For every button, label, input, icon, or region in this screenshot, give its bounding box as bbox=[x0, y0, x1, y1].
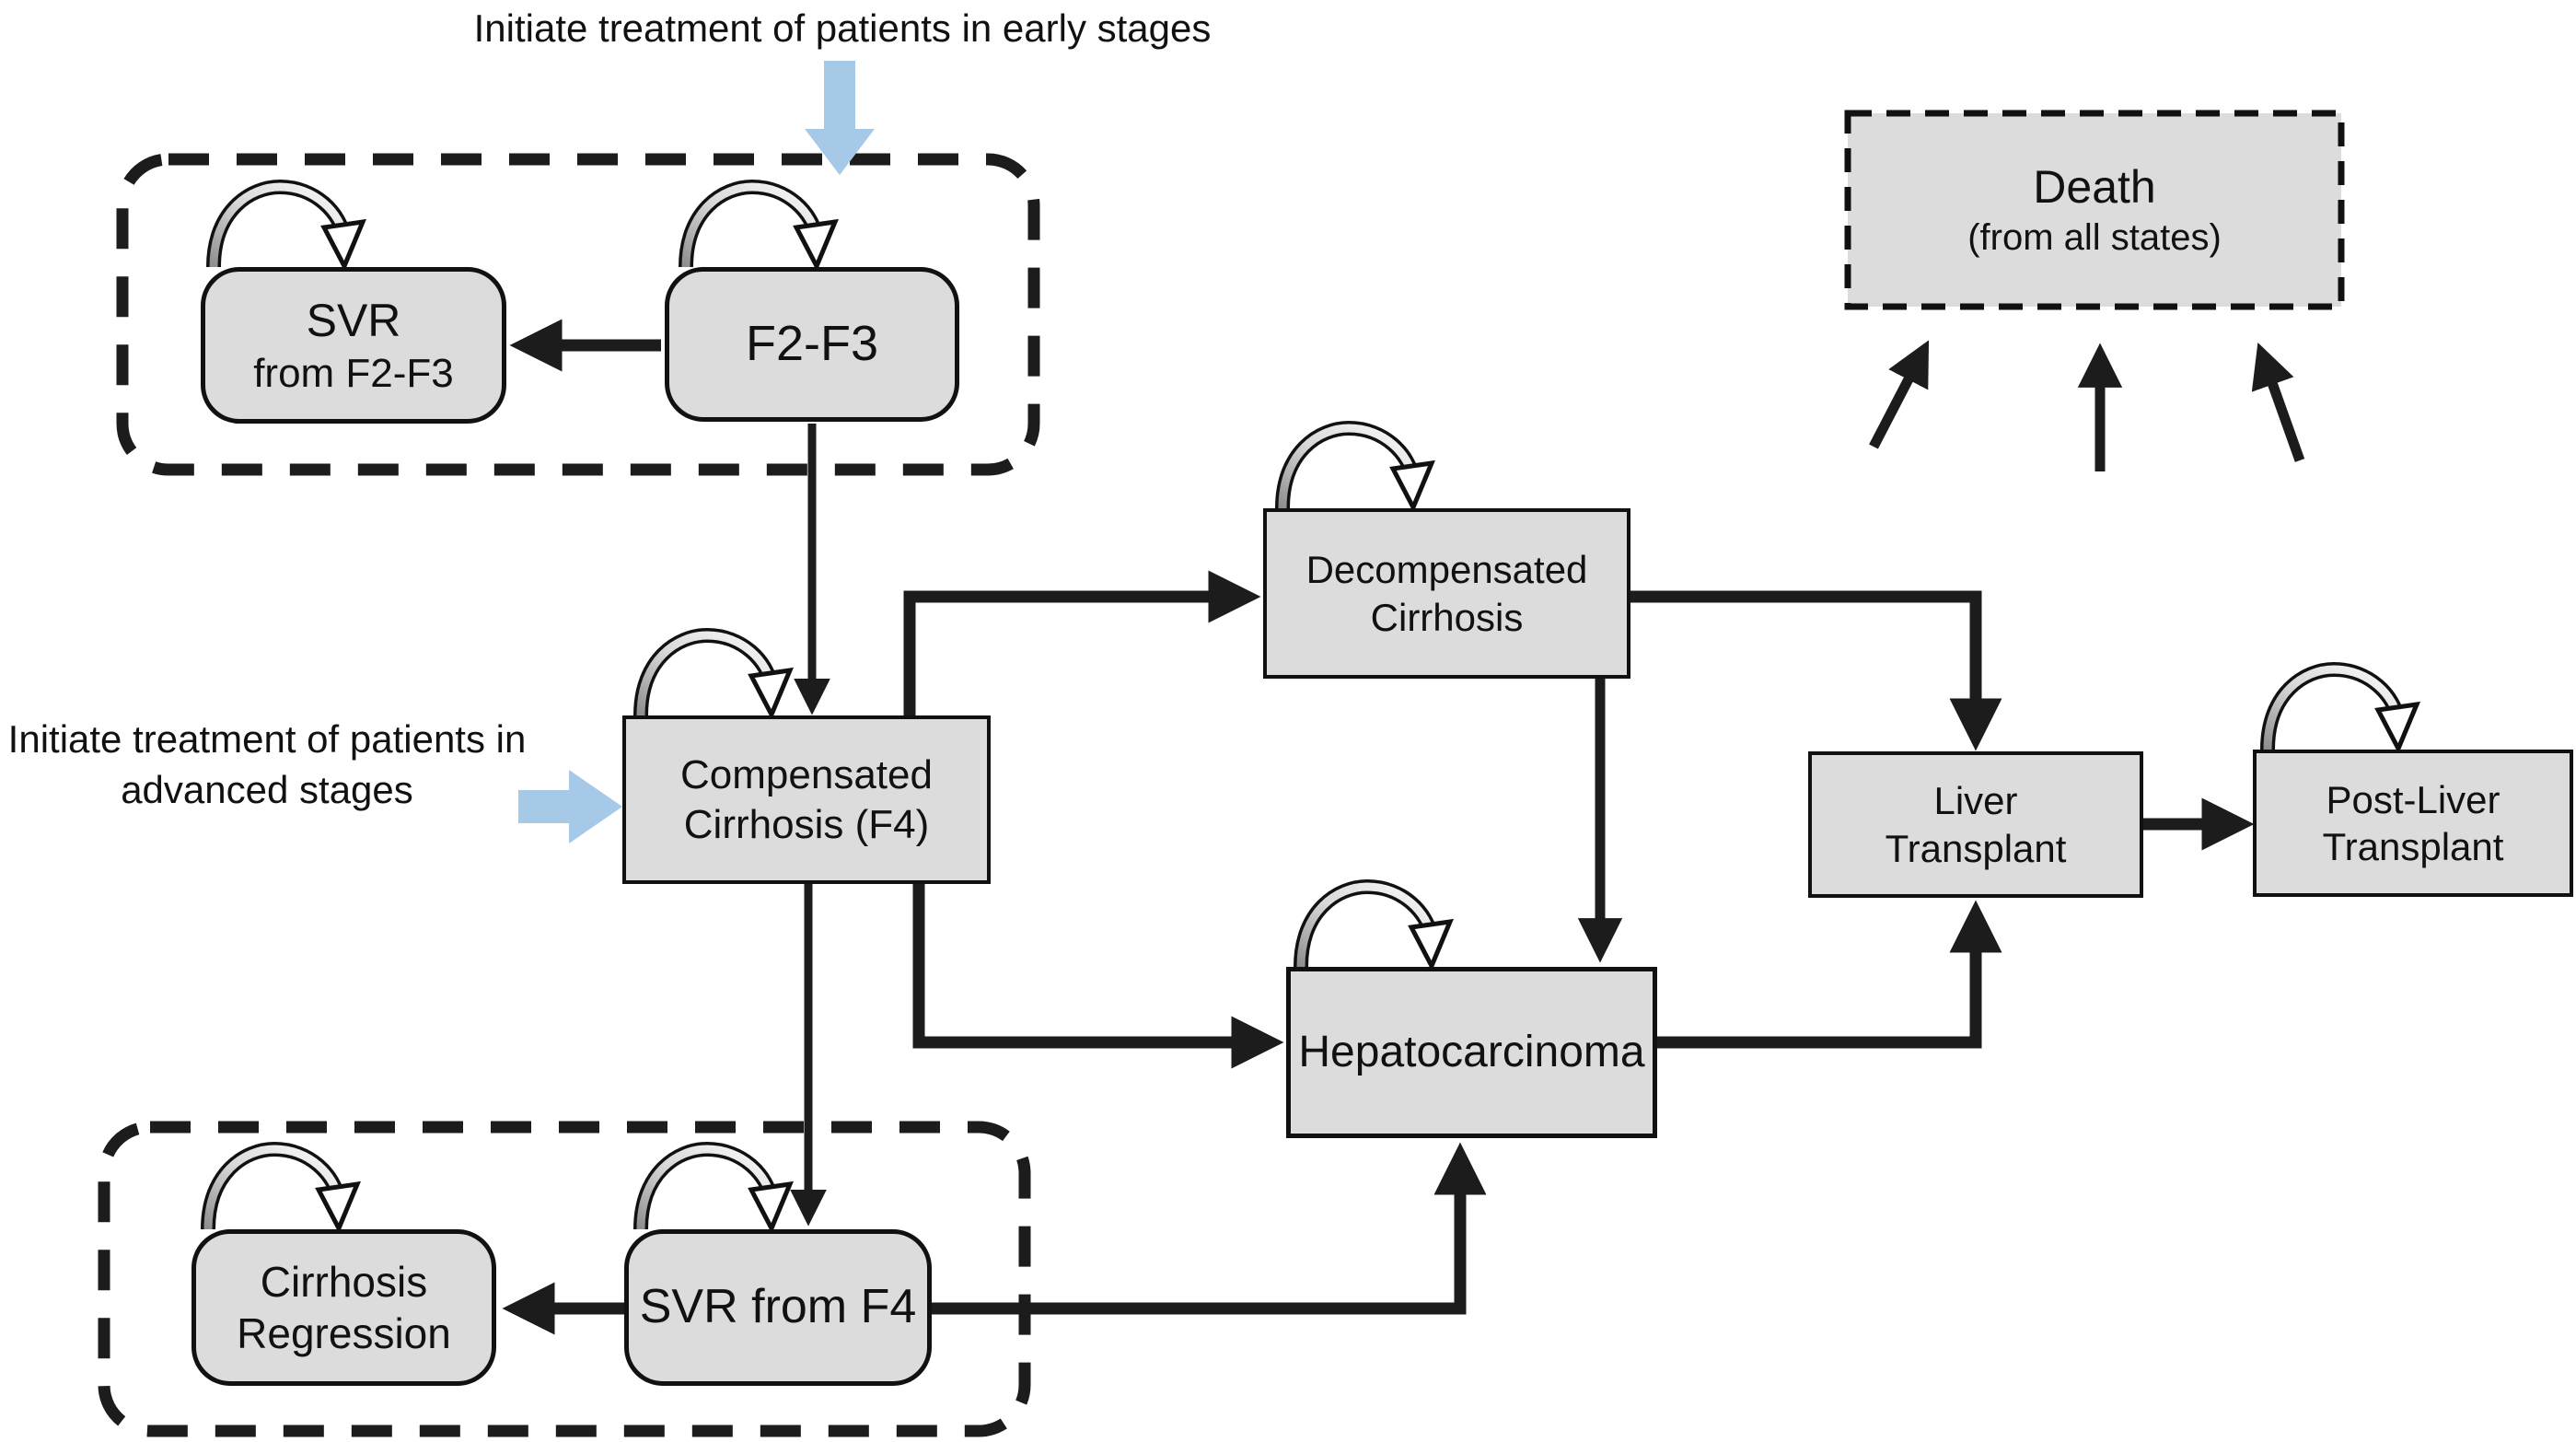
state-box-compensated-cirrhosis: Compensated Cirrhosis (F4) bbox=[622, 715, 991, 884]
state-label: SVR from F4 bbox=[639, 1280, 917, 1334]
arrow-compensated-to-decompensated-icon bbox=[903, 570, 1261, 717]
state-box-f2-f3: F2-F3 bbox=[665, 267, 959, 422]
state-label: Cirrhosis bbox=[1370, 595, 1524, 639]
state-label: Death bbox=[2033, 161, 2156, 214]
state-label: Hepatocarcinoma bbox=[1298, 1027, 1645, 1076]
arrow-hepatocarcinoma-to-liver-transplant-icon bbox=[1655, 900, 2002, 1049]
state-label: Liver bbox=[1933, 779, 2018, 823]
self-loop-compensated-icon bbox=[641, 635, 790, 715]
self-loop-post-liver-transplant-icon bbox=[2268, 669, 2417, 750]
self-loop-cirrhosis-regression-icon bbox=[208, 1149, 357, 1229]
state-box-post-liver-transplant: Post-Liver Transplant bbox=[2253, 750, 2573, 897]
state-box-liver-transplant: Liver Transplant bbox=[1808, 751, 2143, 898]
self-loop-svr-f23-icon bbox=[214, 187, 363, 267]
self-loop-decompensated-icon bbox=[1282, 428, 1432, 508]
arrow-to-death-left-icon bbox=[1869, 340, 1930, 449]
annotation-advanced-treatment: Initiate treatment of patients in advanc… bbox=[0, 715, 534, 815]
arrow-svr-f4-to-hepatocarcinoma-icon bbox=[930, 1142, 1487, 1315]
blue-down-arrow-icon bbox=[805, 61, 875, 175]
state-label: Decompensated bbox=[1305, 548, 1588, 592]
state-box-decompensated-cirrhosis: Decompensated Cirrhosis bbox=[1263, 508, 1630, 679]
state-label: Cirrhosis bbox=[260, 1257, 428, 1306]
state-box-svr-from-f4: SVR from F4 bbox=[624, 1229, 932, 1386]
state-box-svr-from-f2-f3: SVR from F2-F3 bbox=[201, 267, 506, 424]
annotation-early-text: Initiate treatment of patients in early … bbox=[473, 6, 1212, 50]
state-label: SVR bbox=[306, 294, 401, 346]
self-loop-f2f3-icon bbox=[686, 187, 835, 267]
state-box-cirrhosis-regression: Cirrhosis Regression bbox=[191, 1229, 496, 1386]
annotation-advanced-line2: advanced stages bbox=[121, 767, 413, 811]
self-loop-svr-f4-icon bbox=[641, 1149, 790, 1229]
state-label: Transplant bbox=[1885, 826, 2067, 870]
state-box-death: Death (from all states) bbox=[1848, 113, 2341, 307]
arrow-decompensated-to-liver-transplant-icon bbox=[1629, 590, 2002, 751]
state-label: (from all states) bbox=[1967, 217, 2222, 259]
self-loop-hepatocarcinoma-icon bbox=[1301, 887, 1450, 967]
blue-right-arrow-icon bbox=[518, 770, 622, 843]
state-label: Compensated bbox=[680, 751, 933, 797]
arrow-compensated-to-hepatocarcinoma-icon bbox=[912, 882, 1284, 1069]
state-label: Regression bbox=[237, 1309, 451, 1357]
annotation-early-treatment: Initiate treatment of patients in early … bbox=[331, 4, 1353, 54]
early-treatment-group-outline bbox=[116, 153, 1040, 476]
arrow-to-death-right-icon bbox=[2251, 342, 2305, 462]
state-label: F2-F3 bbox=[745, 316, 879, 372]
state-box-hepatocarcinoma: Hepatocarcinoma bbox=[1286, 967, 1657, 1138]
state-label: Post-Liver bbox=[2326, 777, 2501, 821]
death-state-box-outline bbox=[1844, 110, 2345, 310]
annotation-advanced-line1: Initiate treatment of patients in bbox=[7, 717, 527, 761]
svr-f4-group-outline bbox=[98, 1121, 1031, 1437]
state-label: Transplant bbox=[2322, 825, 2504, 868]
state-label: Cirrhosis (F4) bbox=[683, 801, 930, 847]
state-label: from F2-F3 bbox=[253, 350, 454, 396]
